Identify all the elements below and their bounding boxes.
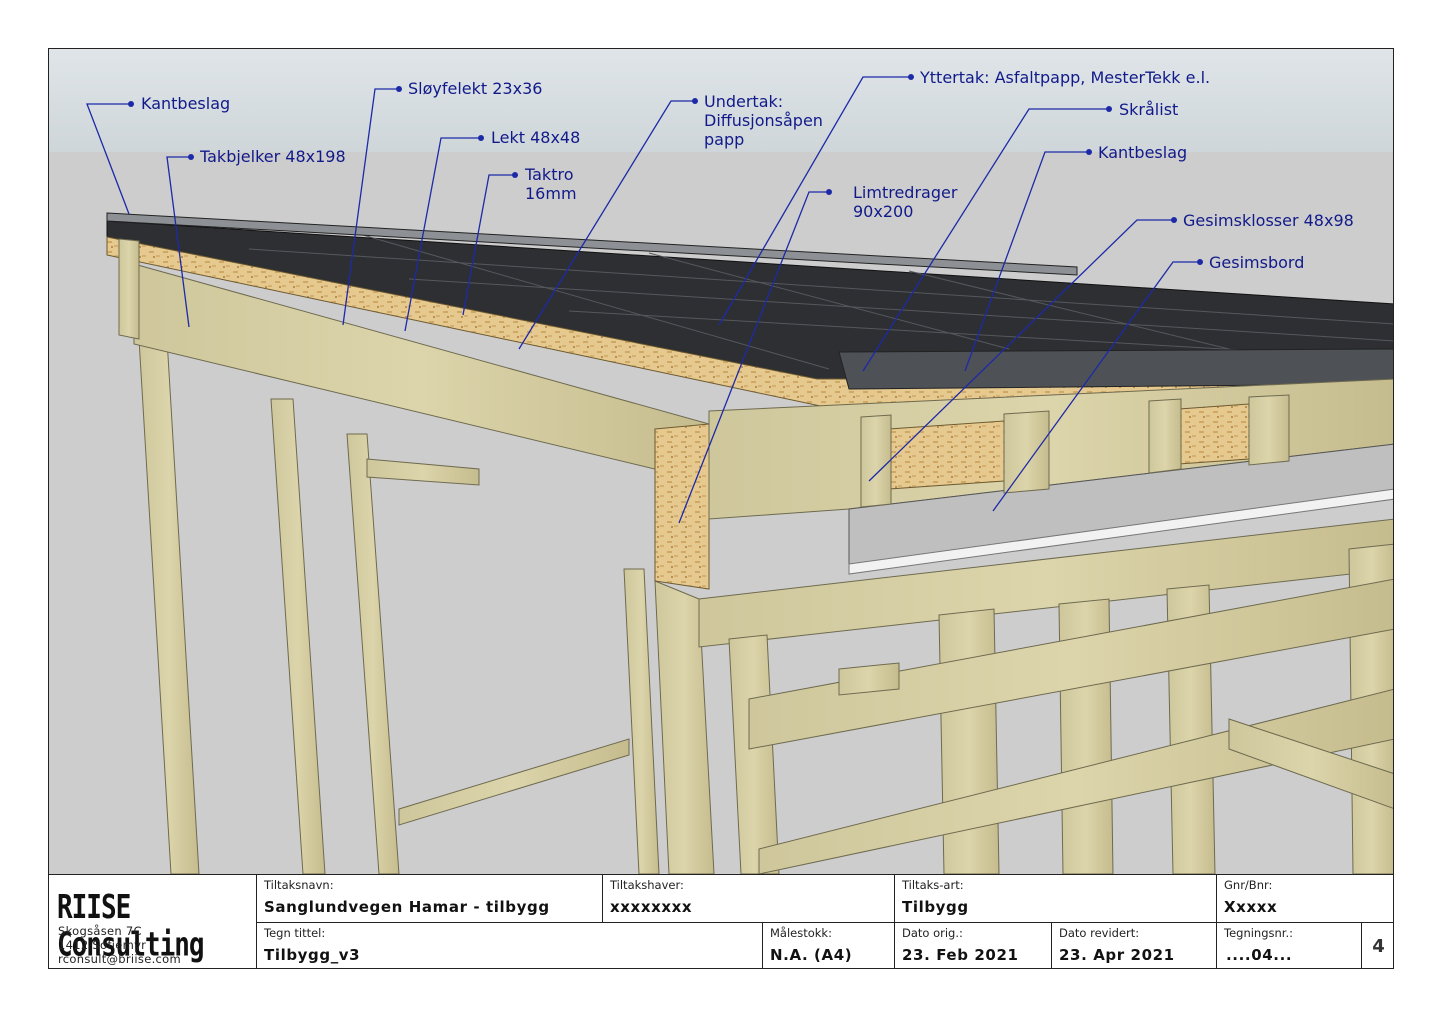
callout-label: Sløyfelekt 23x36 [408,79,542,98]
callout-label: Gesimsbord [1209,253,1304,272]
field-label: Tiltakshaver: [610,878,684,892]
field-label: Dato orig.: [902,926,963,940]
company-street: Skogsåsen 7C [58,924,142,938]
field-value: 23. Apr 2021 [1059,946,1175,964]
company-logo: RIISE Consulting [57,889,205,964]
construction-illustration: Kantbeslag Takbjelker 48x198 Sløyfelekt … [49,49,1393,874]
callout-label: Taktro [524,165,573,184]
field-dato-orig: Dato orig.: 23. Feb 2021 [894,923,1051,968]
eave-rafter-ends [860,394,1290,508]
callout-label: Kantbeslag [1098,143,1187,162]
callout-taktro: Taktro 16mm [462,165,577,316]
field-dato-revidert: Dato revidert: 23. Apr 2021 [1051,923,1216,968]
callout-label: Lekt 48x48 [491,128,580,147]
callout-undertak: Undertak: Diffusjonsåpen papp [518,92,823,350]
front-wall-frame [654,518,1393,874]
gesims-white-trim [848,488,1393,575]
callout-label: Gesimsklosser 48x98 [1183,211,1354,230]
field-label: Tegn tittel: [264,926,326,940]
field-label: Målestokk: [770,926,832,940]
field-tiltaksnavn: Tiltaksnavn: Sanglundvegen Hamar - tilby… [256,875,602,923]
callout-label: Kantbeslag [141,94,230,113]
field-value: ....04... [1226,946,1293,964]
gesimsbord-board [848,443,1393,572]
callout-skralist: Skrålist [862,100,1178,372]
field-value: Tilbygg_v3 [264,946,361,964]
skralist-strip [838,348,1393,390]
field-label: Gnr/Bnr: [1224,878,1273,892]
callout-label: Diffusjonsåpen [704,111,823,130]
gesimsklosser-blocks [888,403,1250,490]
field-value: 23. Feb 2021 [902,946,1019,964]
callout-label: Limtredrager [853,183,958,202]
left-wall-frame [138,338,660,874]
callout-gesimsbord: Gesimsbord [992,253,1304,512]
callout-takbjelker: Takbjelker 48x198 [166,147,346,328]
callout-yttertak: Yttertak: Asfaltpapp, MesterTekk e.l. [718,68,1210,326]
field-tegningsnr: Tegningsnr.: ....04... [1216,923,1361,968]
callout-kantbeslag-left: Kantbeslag [86,94,230,215]
field-value: xxxxxxxx [610,898,693,916]
field-value: Tilbygg [902,898,969,916]
callout-sloyfelekt: Sløyfelekt 23x36 [342,79,542,326]
field-value: N.A. (A4) [770,946,853,964]
kantbeslag-strip [106,212,1078,276]
field-tiltakshaver: Tiltakshaver: xxxxxxxx [602,875,894,923]
sheet-number: 4 [1361,923,1393,968]
field-label: Dato revidert: [1059,926,1140,940]
sky-background [49,49,1393,152]
company-postal: 1412 Sofiemyr [58,938,147,952]
field-value: Xxxxx [1224,898,1278,916]
callout-label: Skrålist [1119,100,1178,119]
callout-label: 90x200 [853,202,913,221]
field-gnr-bnr: Gnr/Bnr: Xxxxx [1216,875,1393,923]
drawing-sheet: Kantbeslag Takbjelker 48x198 Sløyfelekt … [48,48,1394,969]
callout-kantbeslag-right: Kantbeslag [964,143,1187,372]
company-logo-block: RIISE Consulting Skogsåsen 7C 1412 Sofie… [49,875,256,968]
title-block: RIISE Consulting Skogsåsen 7C 1412 Sofie… [49,874,1393,968]
callout-gesimsklosser: Gesimsklosser 48x98 [868,211,1354,482]
callout-label: papp [704,130,744,149]
field-tiltaksart: Tiltaks-art: Tilbygg [894,875,1216,923]
field-label: Tiltaks-art: [902,878,964,892]
field-malestokk: Målestokk: N.A. (A4) [762,923,894,968]
callout-label: Undertak: [704,92,783,111]
callout-lekt: Lekt 48x48 [404,128,580,332]
side-rafter-block [118,238,140,340]
callout-label: Takbjelker 48x198 [199,147,346,166]
field-label: Tegningsnr.: [1224,926,1293,940]
callout-limtredrager: Limtredrager 90x200 [678,183,958,524]
field-value: Sanglundvegen Hamar - tilbygg [264,898,550,916]
field-tegn-tittel: Tegn tittel: Tilbygg_v3 [256,923,762,968]
limtre-beam-end [654,423,710,590]
company-email: rconsult@briise.com [58,952,182,966]
callout-label: 16mm [525,184,577,203]
field-label: Tiltaksnavn: [264,878,334,892]
callout-label: Yttertak: Asfaltpapp, MesterTekk e.l. [919,68,1210,87]
